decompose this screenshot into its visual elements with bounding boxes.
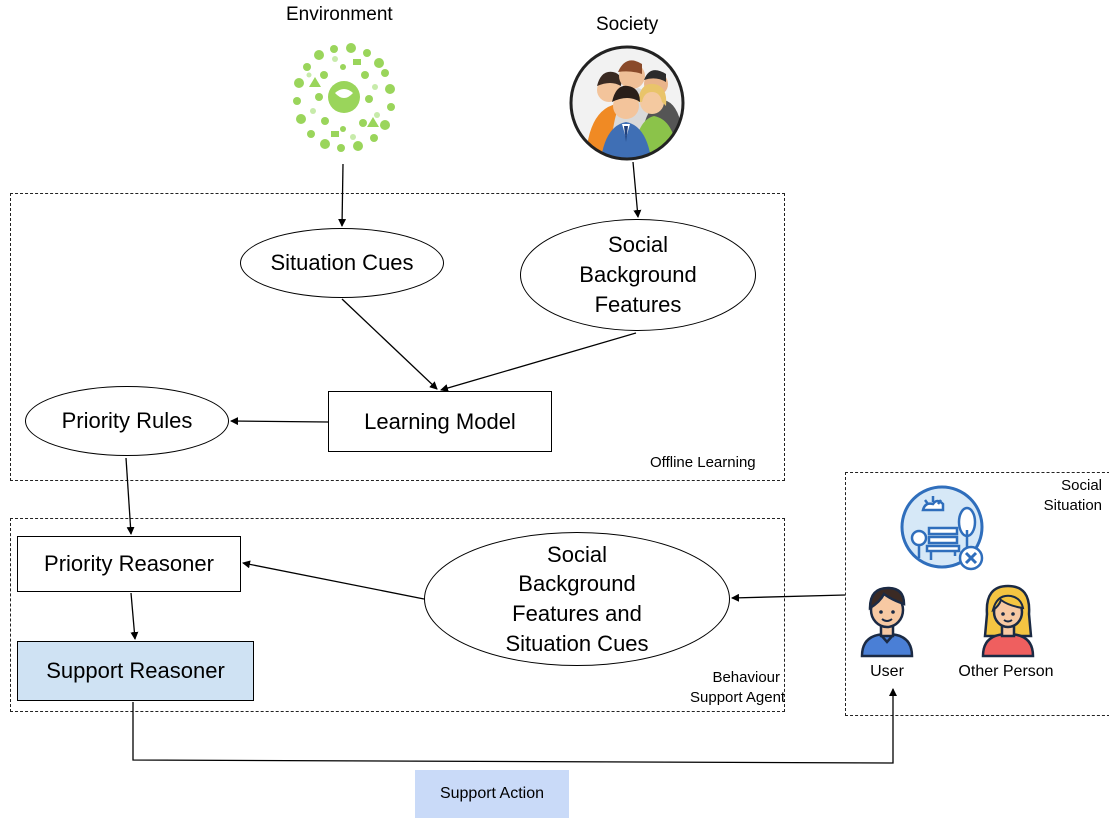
other-person-label: Other Person: [958, 663, 1054, 680]
priority-rules-node: Priority Rules: [25, 386, 229, 456]
priority-reasoner-node: Priority Reasoner: [17, 536, 241, 592]
people-group-icon: [568, 44, 686, 162]
park-bench-icon: [895, 480, 993, 578]
offline-learning-group: [10, 193, 785, 481]
environment-label: Environment: [286, 4, 393, 25]
support-action-box: Support Action: [415, 770, 569, 818]
support-reasoner-node: Support Reasoner: [17, 641, 254, 701]
environment-globe-icon: [279, 27, 409, 164]
edge-situation-cues-to-learning-model: [341, 298, 438, 390]
edge-learning-model-to-priority-rules: [230, 417, 329, 426]
social-situation-group: [845, 472, 1109, 716]
society-label: Society: [596, 14, 659, 35]
learning-model-node: Learning Model: [328, 391, 552, 452]
edge-social-background-to-learning-model: [440, 332, 637, 392]
edge-society-to-social-background: [632, 161, 642, 218]
combined-features-node: Social Background Features and Situation…: [424, 532, 730, 666]
other-person-icon: [979, 584, 1037, 658]
edge-combined-features-to-priority-reasoner: [242, 560, 425, 600]
edge-support-reasoner-to-user: [132, 688, 897, 764]
edge-priority-reasoner-to-support-reasoner: [130, 592, 139, 640]
situation-cues-node: Situation Cues: [240, 228, 444, 298]
support-action-label: Support Action: [439, 785, 545, 802]
behaviour-support-agent-label: Behaviour Support Agent: [690, 669, 786, 706]
behaviour-support-agent-group: [10, 518, 785, 712]
offline-learning-label: Offline Learning: [650, 454, 756, 471]
social-situation-label: Social Situation: [1043, 477, 1102, 514]
user-label: User: [870, 663, 904, 680]
edge-priority-rules-to-priority-reasoner: [125, 457, 135, 535]
social-background-features-node: Social Background Features: [520, 219, 756, 331]
user-icon: [858, 584, 916, 658]
edge-social-situation-to-combined-features: [731, 593, 846, 602]
edge-environment-to-situation-cues: [338, 163, 347, 227]
